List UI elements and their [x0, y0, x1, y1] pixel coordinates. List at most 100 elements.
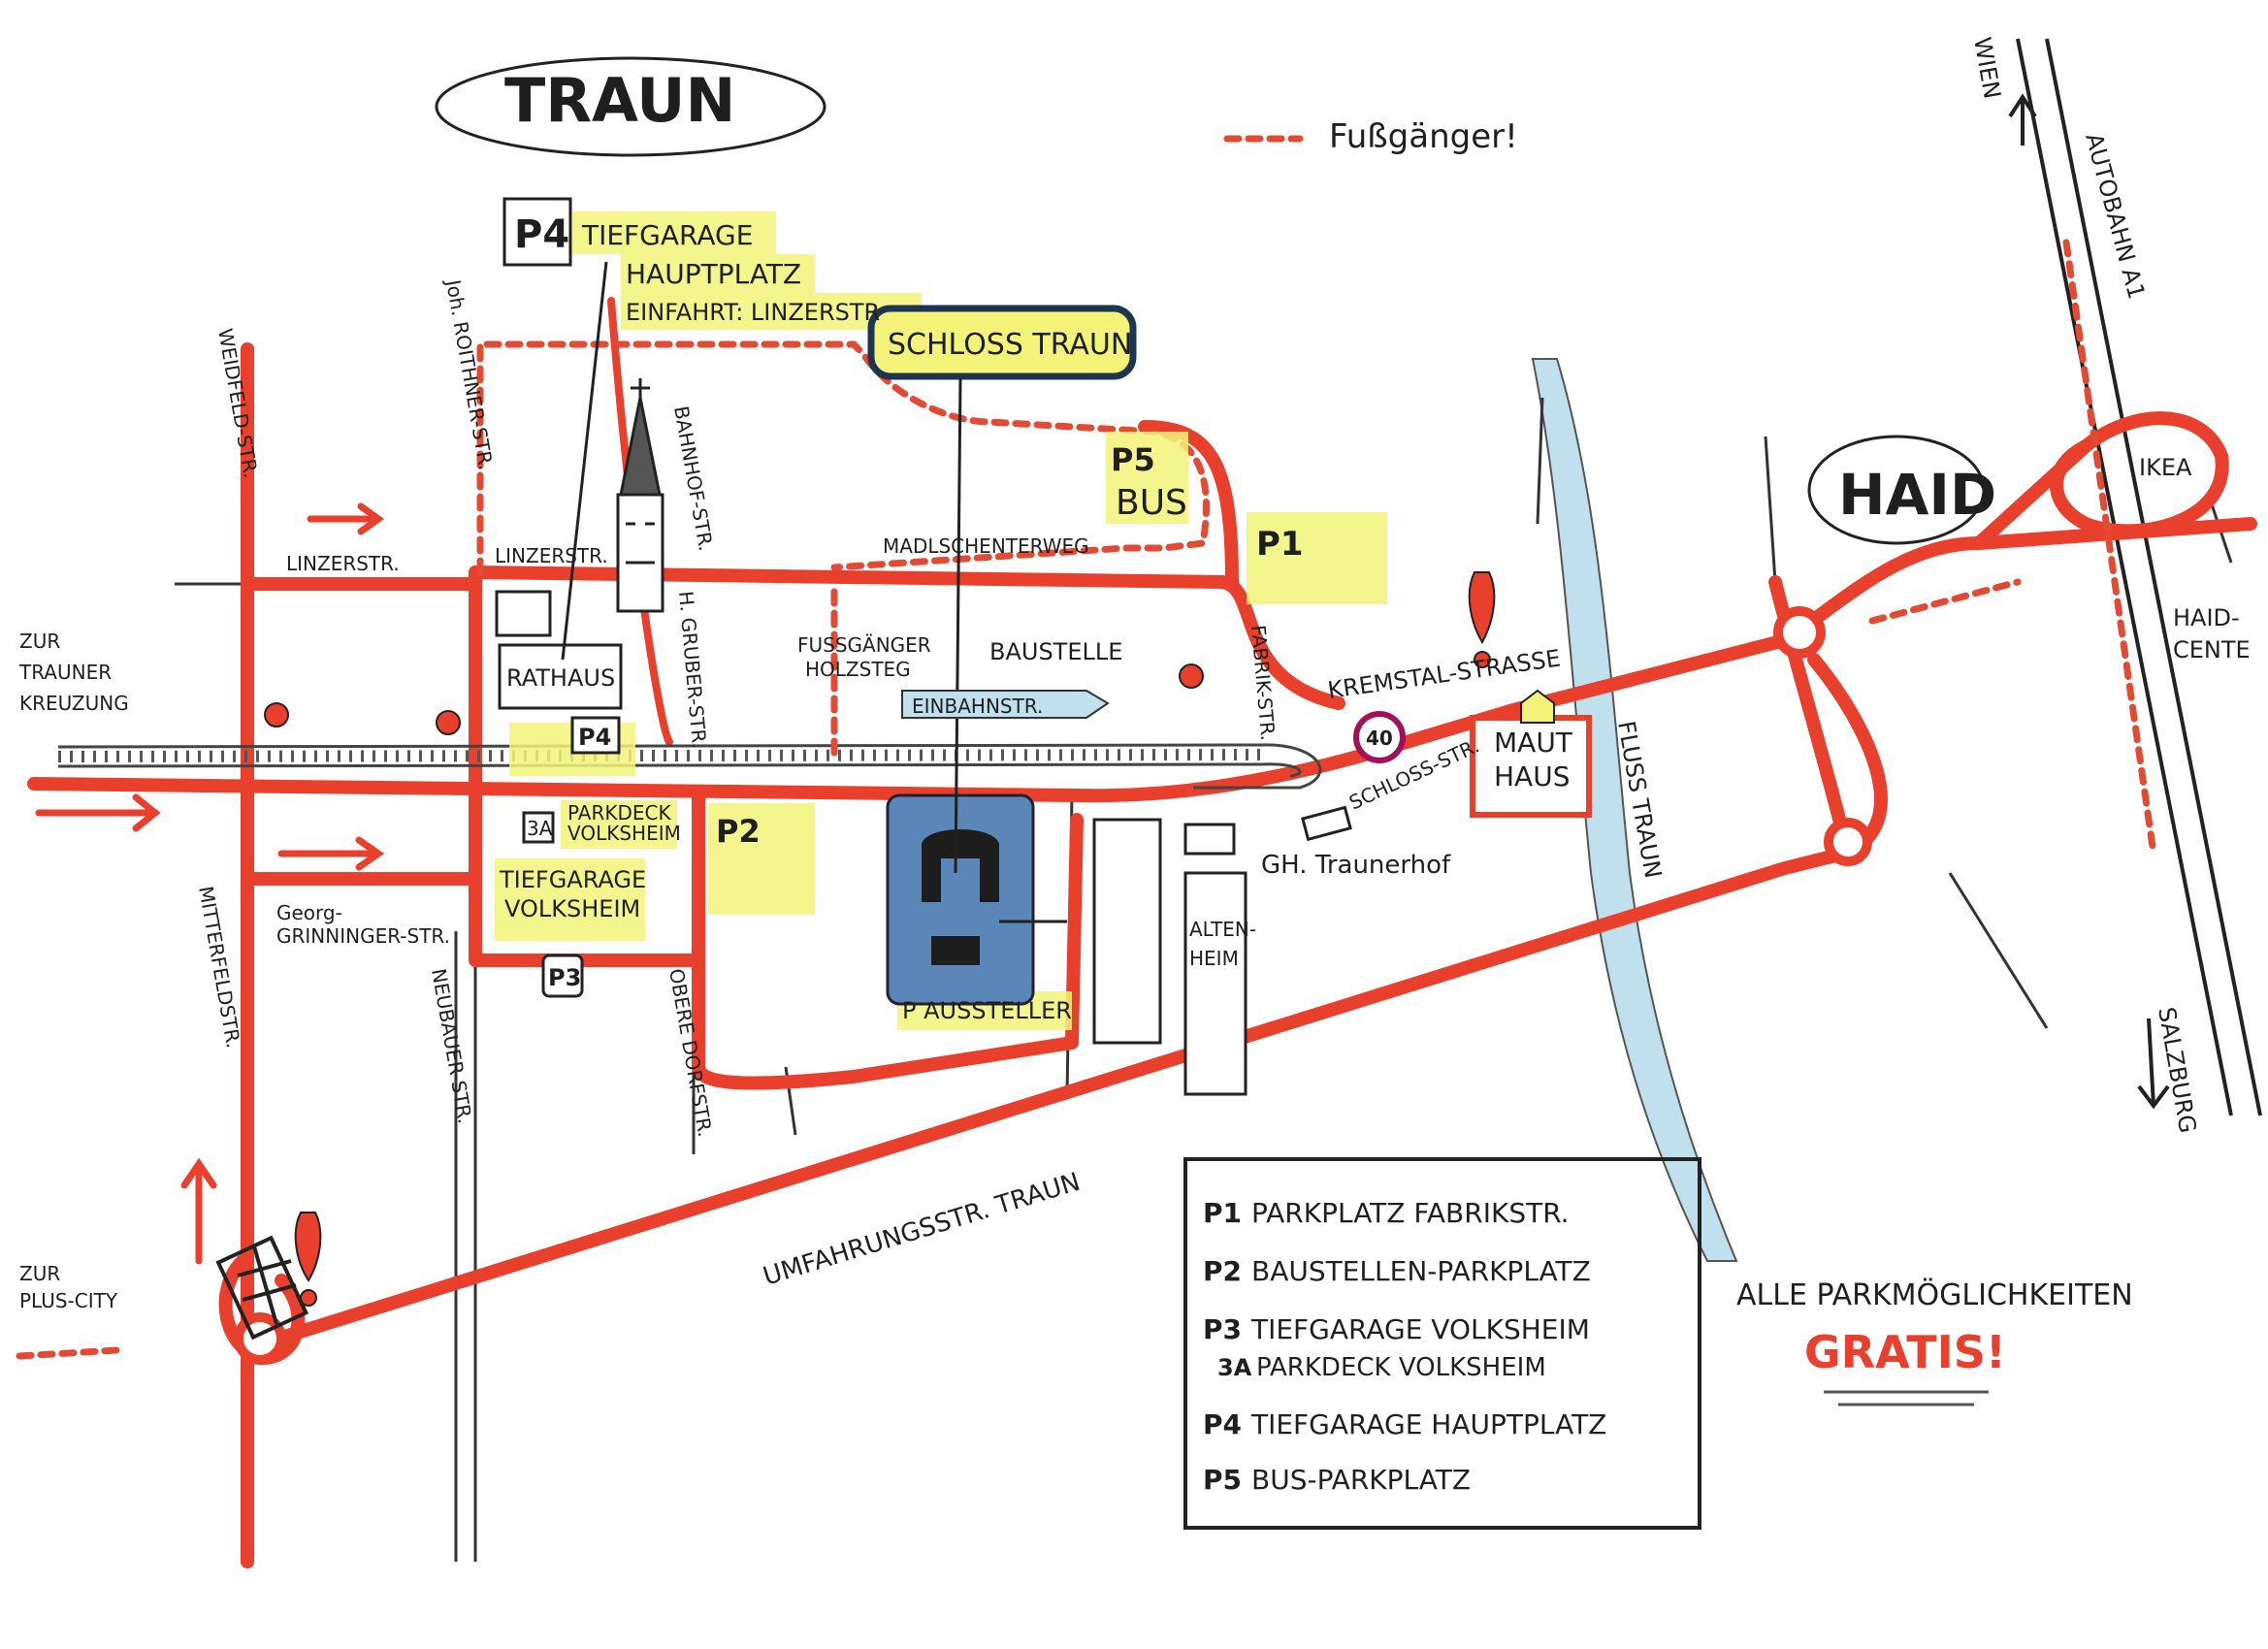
street-linzer-w: LINZERSTR. — [286, 552, 400, 575]
autobahn — [2016, 38, 2262, 1116]
footpath-east — [1868, 578, 2022, 625]
traffic-arrows — [35, 502, 385, 1265]
holzsteg-label-1: FUSSGÄNGER — [797, 633, 931, 657]
zur-plus-1: ZUR — [19, 1262, 60, 1285]
schloss-label: SCHLOSS TRAUN — [888, 328, 1132, 362]
legend-code-4: P4 — [1203, 1408, 1242, 1440]
einbahn-sign — [901, 690, 1110, 719]
legend-code-5: P5 — [1203, 1464, 1242, 1496]
baustelle-label: BAUSTELLE — [989, 638, 1122, 665]
tiefgarage-volksheim-2: VOLKSHEIM — [504, 895, 640, 922]
street-madlschenter: MADLSCHENTERWEG — [883, 534, 1089, 558]
street-linzer-e: LINZERSTR. — [495, 544, 608, 567]
church-icon — [616, 378, 664, 613]
building-small — [1183, 823, 1236, 856]
haid-center-label-2: CENTE — [2173, 636, 2251, 663]
legend-text-4: TIEFGARAGE HAUPTPLATZ — [1250, 1408, 1606, 1440]
legend-code-2: P2 — [1203, 1255, 1242, 1287]
traffic-light-icon — [215, 1235, 309, 1341]
p2-area — [708, 803, 815, 915]
legend-text-5: BUS-PARKPLATZ — [1251, 1464, 1471, 1496]
legend-text-3: TIEFGARAGE VOLKSHEIM — [1250, 1313, 1590, 1345]
p3a-badge: 3A — [527, 817, 553, 840]
p4-entrance-badge: P4 — [578, 724, 611, 751]
maut-haus-box — [1470, 715, 1592, 818]
haid-ellipse — [1807, 435, 1986, 545]
zur-trauner-1: ZUR — [19, 630, 60, 653]
warning-icons — [294, 571, 1496, 1307]
street-grinninger-2: GRINNINGER-STR. — [276, 924, 450, 948]
traunerhof-box — [1301, 805, 1352, 842]
p5-badge: P5 — [1111, 441, 1155, 478]
rathaus-box — [498, 643, 623, 710]
p3-badge: P3 — [548, 964, 581, 991]
p4-label-einfahrt: EINFAHRT: LINZERSTR — [626, 299, 880, 326]
railway — [57, 743, 1322, 790]
street-roithner: Joh. ROITHNER-STR. — [441, 276, 498, 472]
town-traun: TRAUN — [504, 65, 735, 136]
holzsteg-label-2: HOLZSTEG — [805, 658, 911, 681]
aussteller-label: P AUSSTELLER — [902, 997, 1072, 1024]
rathaus-label: RATHAUS — [506, 664, 615, 692]
footpath-autobahn — [2062, 239, 2157, 857]
einbahn-label: EINBAHNSTR. — [912, 695, 1043, 718]
p4-label-bg2 — [621, 254, 815, 293]
p4-badge: P4 — [514, 212, 569, 257]
altenheim-label-1: ALTEN- — [1189, 918, 1256, 941]
street-salzburg: SALZBURG — [2153, 1005, 2201, 1135]
note-underline — [1824, 1390, 1989, 1406]
legend-code-3a: 3A — [1217, 1354, 1252, 1381]
street-gruber: H. GRUBER-STR. — [674, 590, 711, 749]
parkdeck-bg — [561, 800, 677, 849]
roundabout-east — [1824, 818, 1872, 866]
street-mitterfeld: MITTERFELDSTR. — [194, 885, 245, 1051]
direction-arrows — [2008, 93, 2170, 1110]
tiefgarage-volksheim-bg — [495, 858, 645, 941]
speed-sign-label: 40 — [1366, 727, 1393, 750]
street-grinninger-1: Georg- — [276, 901, 342, 924]
maut-label-2: HAUS — [1494, 760, 1570, 792]
street-neubauer: NEUBAUER-STR. — [427, 967, 477, 1125]
speed-limit-sign — [1353, 711, 1406, 763]
p4-label-tiefgarage: TIEFGARAGE — [581, 219, 753, 251]
p4-entrance-badge-box — [570, 716, 621, 755]
maut-label-1: MAUT — [1494, 727, 1573, 759]
street-wien: WIEN — [1968, 35, 2006, 101]
street-oberedorf: OBERE DORFSTR. — [664, 967, 717, 1139]
street-fabrik: FABRIK-STR. — [1247, 624, 1280, 741]
altenheim-box — [1183, 871, 1247, 1096]
parkdeck-label-1: PARKDECK — [567, 801, 671, 824]
legend-code-1: P1 — [1203, 1197, 1242, 1229]
schloss-box — [867, 305, 1137, 380]
no-entry-signs — [264, 663, 1204, 735]
building-strip — [1092, 818, 1162, 1045]
p5-bus-label: BUS — [1116, 483, 1187, 523]
traun-ellipse — [435, 56, 826, 157]
haid-center-label-1: HAID- — [2173, 604, 2240, 631]
p4-label-bg — [572, 211, 776, 254]
p5-area — [1106, 432, 1188, 524]
tiefgarage-volksheim-1: TIEFGARAGE — [499, 866, 646, 893]
house-up-icon — [1520, 689, 1555, 724]
note-line1: ALLE PARKMÖGLICHKEITEN — [1736, 1277, 2133, 1312]
traunerhof-label: GH. Traunerhof — [1261, 851, 1451, 880]
zur-plus-2: PLUS-CITY — [19, 1289, 118, 1312]
legend-text-3a: PARKDECK VOLKSHEIM — [1256, 1353, 1546, 1382]
roundabout-haid — [1773, 606, 1826, 659]
p4-badge-box — [502, 197, 572, 267]
building-linzerstr — [495, 590, 552, 637]
street-autobahn: AUTOBAHN A1 — [2080, 130, 2151, 302]
legend-text-1: PARKPLATZ FABRIKSTR. — [1251, 1197, 1570, 1229]
altenheim-label-2: HEIM — [1189, 947, 1239, 970]
p2-badge: P2 — [716, 813, 761, 850]
note-line2: GRATIS! — [1804, 1326, 2006, 1378]
town-haid: HAID — [1838, 462, 1996, 528]
zur-trauner-2: TRAUNER — [18, 661, 112, 684]
ikea-label: IKEA — [2139, 454, 2192, 481]
castle-moat — [886, 793, 1035, 1006]
street-kremstal: KREMSTAL-STRASSE — [1326, 645, 1563, 704]
street-bahnhof: BAHNHOF-STR. — [669, 404, 718, 553]
legend-text-2: BAUSTELLEN-PARKPLATZ — [1251, 1255, 1591, 1287]
castle-building — [922, 829, 999, 965]
legend-foot-label: Fußgänger! — [1329, 117, 1518, 156]
